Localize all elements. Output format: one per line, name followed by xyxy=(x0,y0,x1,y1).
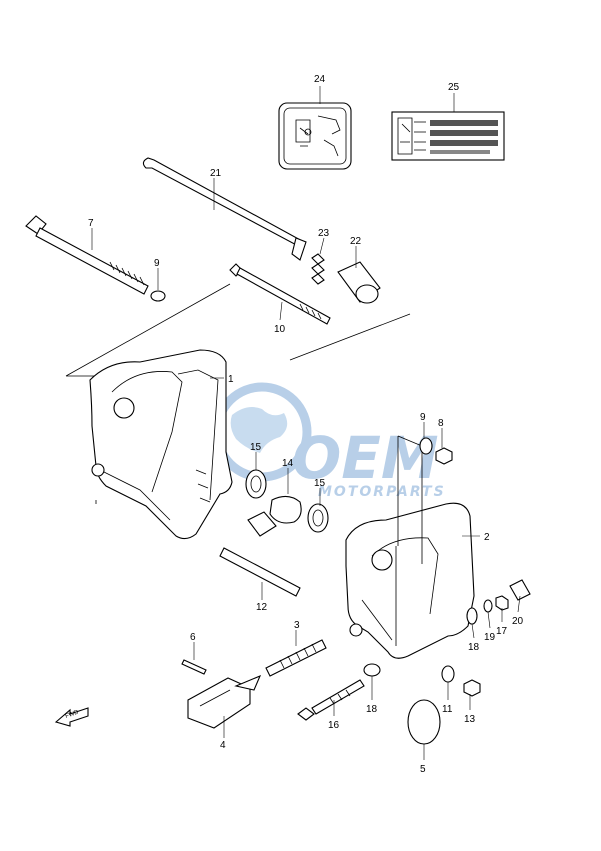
callout-19: 19 xyxy=(484,632,496,643)
callout-15-right: 15 xyxy=(314,478,326,489)
part-1-bracket xyxy=(89,349,233,540)
part-13-nut xyxy=(463,679,481,697)
callout-21: 21 xyxy=(210,168,222,179)
callout-14: 14 xyxy=(282,458,294,469)
callout-7: 7 xyxy=(88,218,94,229)
callout-18-right: 18 xyxy=(468,642,480,653)
callout-16: 16 xyxy=(328,720,340,731)
callout-25: 25 xyxy=(448,82,460,93)
part-9-washer xyxy=(150,290,166,302)
part-21-rod xyxy=(142,157,307,261)
leader-lines xyxy=(91,86,521,760)
part-6-pin xyxy=(181,659,207,675)
callout-24: 24 xyxy=(314,74,326,85)
part-20-sleeve xyxy=(509,579,531,601)
part-16-bolt xyxy=(297,679,365,721)
part-5-disc xyxy=(407,699,441,745)
part-11-washer xyxy=(441,665,455,683)
part-4-plate xyxy=(187,674,262,729)
watermark-tagline: MOTORPARTS xyxy=(318,484,446,500)
callout-2: 2 xyxy=(484,532,490,543)
callout-15-left: 15 xyxy=(250,442,262,453)
callout-9-right: 9 xyxy=(420,412,426,423)
callout-4: 4 xyxy=(220,740,226,751)
part-18-washer xyxy=(466,607,478,625)
part-17-nut xyxy=(495,595,509,611)
callout-13: 13 xyxy=(464,714,476,725)
callout-9-top: 9 xyxy=(154,258,160,269)
part-2-bracket xyxy=(345,435,475,659)
part-24-sticker xyxy=(278,102,352,170)
part-12-rod xyxy=(219,547,301,597)
callout-11: 11 xyxy=(442,704,453,715)
part-23-spring xyxy=(311,253,325,285)
watermark-globe-land xyxy=(230,407,288,453)
part-22-cylinder xyxy=(337,261,381,304)
part-15-bushing-right xyxy=(307,503,329,533)
part-15-bushing-left xyxy=(245,469,267,499)
callout-23: 23 xyxy=(318,228,330,239)
callout-3: 3 xyxy=(294,620,300,631)
part-9-washer-right xyxy=(419,437,433,455)
callout-18-lower: 18 xyxy=(366,704,378,715)
fwd-arrow-icon: FWD xyxy=(54,707,89,727)
callouts: 24 25 21 7 9 23 22 10 1 9 8 15 14 15 2 1… xyxy=(88,74,524,775)
callout-10: 10 xyxy=(274,324,286,335)
callout-5: 5 xyxy=(420,764,426,775)
part-19-washer xyxy=(483,599,493,613)
part-14-lever xyxy=(247,495,302,537)
part-25-label xyxy=(391,111,505,161)
part-3-rod xyxy=(265,639,327,677)
callout-20: 20 xyxy=(512,616,524,627)
callout-12: 12 xyxy=(256,602,268,613)
fwd-label: FWD xyxy=(65,709,81,720)
callout-6: 6 xyxy=(190,632,196,643)
part-10-bolt xyxy=(229,263,331,325)
callout-8: 8 xyxy=(438,418,444,429)
callout-1: 1 xyxy=(228,374,234,385)
callout-22: 22 xyxy=(350,236,362,247)
watermark-brand: OEM xyxy=(292,424,439,492)
part-8-nut xyxy=(435,447,453,465)
part-7-bolt xyxy=(25,215,149,295)
part-18-washer-lower xyxy=(363,663,381,677)
callout-17: 17 xyxy=(496,626,508,637)
